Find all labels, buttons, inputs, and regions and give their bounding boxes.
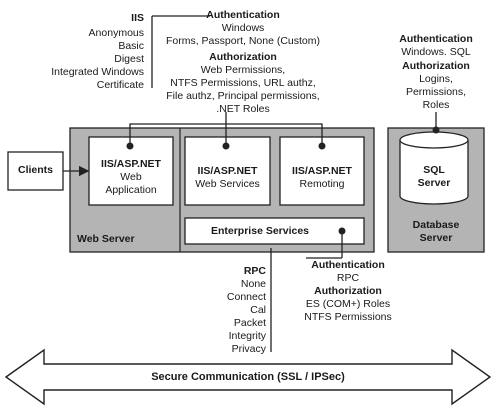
web-server-label: Web Server: [77, 233, 135, 245]
web-services-subtitle: Web Services: [195, 178, 260, 190]
web-application-box[interactable]: [88, 136, 174, 206]
sql-server-cylinder: [399, 140, 469, 205]
top-authentication-title: Authentication: [206, 9, 280, 21]
web-services-title: IIS/ASP.NET: [197, 165, 258, 177]
web-application-dot: [126, 142, 134, 150]
web-services-dot: [222, 142, 230, 150]
sql-server-label-2: Server: [417, 177, 451, 189]
rpc-item-connect: Connect: [226, 291, 266, 303]
top-authorization-title: Authorization: [209, 51, 277, 63]
top-authorization-web-permissions: Web Permissions,: [200, 64, 286, 76]
web-application-subtitle-2: Application: [105, 184, 157, 196]
rpc-item-privacy: Privacy: [231, 343, 266, 355]
sql-server-cylinder-top: [399, 131, 469, 149]
es-authorization-com-roles: ES (COM+) Roles: [305, 298, 391, 310]
enterprise-services-label: Enterprise Services: [210, 225, 310, 237]
db-authentication-title: Authentication: [399, 33, 473, 45]
top-authentication-windows: Windows: [221, 22, 265, 34]
secure-communication-label: Secure Communication (SSL / IPSec): [151, 371, 345, 383]
web-application-title: IIS/ASP.NET: [101, 158, 161, 170]
es-authentication-title: Authentication: [311, 259, 385, 271]
es-authorization-ntfs: NTFS Permissions: [304, 311, 392, 323]
iis-title: IIS: [131, 12, 144, 24]
web-application-subtitle-1: Web: [120, 171, 142, 183]
sql-server-label-1: SQL: [423, 164, 445, 176]
rpc-title: RPC: [243, 265, 266, 277]
rpc-item-packet: Packet: [233, 317, 266, 329]
iis-item-basic: Basic: [118, 40, 144, 52]
top-authorization-file-authz: File authz, Principal permissions,: [166, 90, 320, 102]
remoting-title: IIS/ASP.NET: [292, 165, 352, 177]
db-authorization-title: Authorization: [402, 60, 470, 72]
db-authorization-permissions: Permissions,: [405, 86, 467, 98]
db-authentication-windows-sql: Windows. SQL: [401, 46, 471, 58]
sql-server-dot: [432, 126, 440, 134]
db-authorization-roles: Roles: [422, 99, 450, 111]
db-authorization-logins: Logins,: [419, 73, 453, 85]
database-server-label-2: Server: [419, 232, 453, 244]
iis-item-integrated-windows: Integrated Windows: [51, 66, 144, 78]
clients-box[interactable]: [7, 151, 64, 191]
top-authorization-net-roles: .NET Roles: [216, 103, 270, 115]
iis-item-certificate: Certificate: [96, 79, 144, 91]
top-authentication-forms: Forms, Passport, None (Custom): [165, 35, 321, 47]
remoting-subtitle: Remoting: [299, 178, 345, 190]
database-server-label-1: Database: [412, 219, 460, 231]
top-authorization-ntfs: NTFS Permissions, URL authz,: [170, 77, 316, 89]
iis-item-anonymous: Anonymous: [88, 27, 144, 39]
rpc-item-cal: Cal: [250, 304, 266, 316]
es-authentication-rpc: RPC: [336, 272, 360, 284]
rpc-item-none: None: [240, 278, 266, 290]
remoting-dot: [318, 142, 326, 150]
clients-label: Clients: [17, 164, 53, 176]
rpc-item-integrity: Integrity: [228, 330, 266, 342]
secure-communication-arrow: [4, 348, 492, 406]
enterprise-services-box[interactable]: [184, 217, 365, 245]
es-authorization-title: Authorization: [314, 285, 382, 297]
iis-item-digest: Digest: [114, 53, 144, 65]
